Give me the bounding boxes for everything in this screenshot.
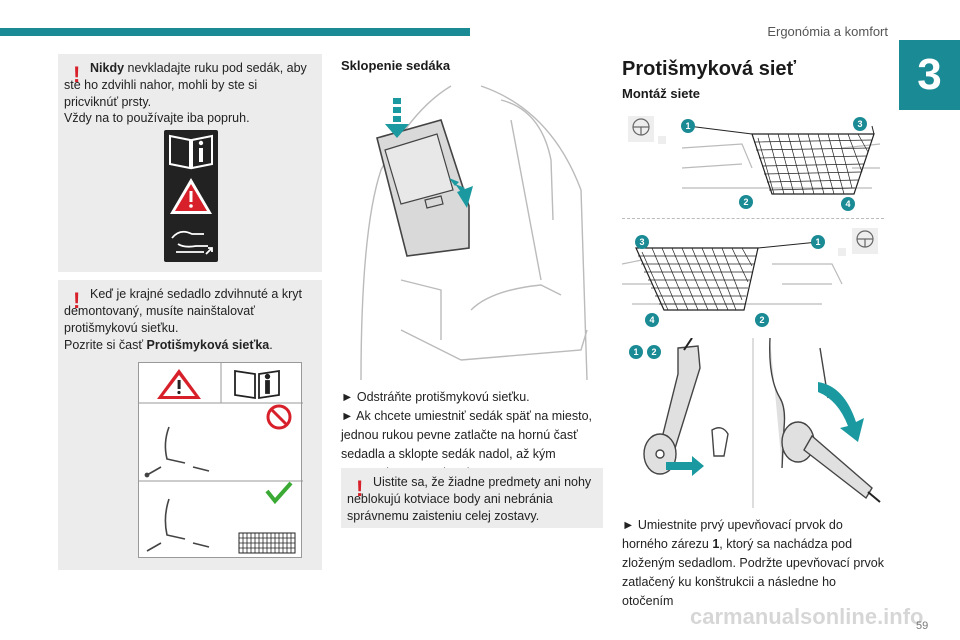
warning2-text: Keď je krajné sedadlo zdvihnuté a kryt d… xyxy=(64,287,302,335)
symbol-panel-1 xyxy=(164,130,218,262)
header-accent-bar xyxy=(0,28,470,36)
hand-pinch-icon xyxy=(171,230,213,255)
page-header-title: Ergonómia a komfort xyxy=(767,24,888,39)
warning-box-install-net: ! Keď je krajné sedadlo zdvihnuté a kryt… xyxy=(58,280,322,570)
fold-step-1: ► Odstráňte protišmykovú sieťku. xyxy=(341,390,530,404)
callout-2: 2 xyxy=(651,347,656,357)
warning-exclamation-icon: ! xyxy=(73,62,81,87)
warning2-text2: Pozrite si časť Protišmyková sieťka. xyxy=(64,338,273,352)
figure-divider xyxy=(622,218,884,219)
callout-3: 3 xyxy=(857,119,862,129)
warning-exclamation-icon: ! xyxy=(356,476,364,501)
callout-1: 1 xyxy=(815,237,820,247)
section-title-antislip-net: Protišmyková sieť xyxy=(622,58,797,80)
steering-wheel-icon xyxy=(838,228,878,256)
hazard-triangle-icon xyxy=(157,369,201,399)
net-mesh xyxy=(753,133,873,195)
page-number: 59 xyxy=(916,620,929,632)
net-diagram-right-drive: 3 1 4 2 xyxy=(621,224,884,334)
mounting-step-1: ► Umiestnite prvý upevňovací prvok do ho… xyxy=(622,518,884,608)
seat-fold-illustration xyxy=(341,80,603,381)
callout-2: 2 xyxy=(759,315,764,325)
warning1-text2: Vždy na to používajte iba popruh. xyxy=(64,111,250,125)
symbol-panel-2 xyxy=(138,362,303,558)
net-diagram-left-drive: 1 3 2 4 xyxy=(622,108,884,214)
manual-info-icon xyxy=(234,369,280,400)
callout-1: 1 xyxy=(685,121,690,131)
check-icon xyxy=(265,481,293,505)
callout-1: 1 xyxy=(633,347,638,357)
fastener-right xyxy=(769,337,873,500)
down-arrow-icon xyxy=(385,98,473,208)
chapter-number-tab: 3 xyxy=(899,40,960,110)
seat-fold-heading: Sklopenie sedáka xyxy=(341,58,451,73)
steering-wheel-icon xyxy=(628,116,666,144)
callout-4: 4 xyxy=(845,199,850,209)
watermark: carmanualsonline.info xyxy=(690,604,924,629)
folded-seat xyxy=(376,119,470,257)
warning-box-anchor-points: ! Uistite sa, že žiadne predmety ani noh… xyxy=(341,468,603,528)
prohibited-icon xyxy=(266,404,292,430)
callout-3: 3 xyxy=(639,237,644,247)
net-icon xyxy=(238,532,296,554)
seat-with-net-icon xyxy=(146,498,210,552)
callout-4: 4 xyxy=(649,315,654,325)
fastener-left xyxy=(643,345,729,475)
rotate-arrow-icon xyxy=(818,382,864,442)
net-fastener-detail: 1 2 xyxy=(622,337,884,508)
seat-folded-icon xyxy=(144,426,210,478)
callout-2: 2 xyxy=(743,197,748,207)
warning3-text: Uistite sa, že žiadne predmety ani nohy … xyxy=(347,475,592,523)
warning1-text: Nikdy nevkladajte ruku pod sedák, aby st… xyxy=(64,61,307,109)
hazard-triangle-icon xyxy=(170,178,212,214)
net-mesh xyxy=(638,247,756,311)
warning-exclamation-icon: ! xyxy=(73,288,81,313)
right-arrow-icon xyxy=(666,456,704,476)
manual-info-icon xyxy=(169,134,213,170)
net-mounting-heading: Montáž siete xyxy=(622,86,701,101)
warning-box-finger-pinch: ! Nikdy nevkladajte ruku pod sedák, aby … xyxy=(58,54,322,272)
